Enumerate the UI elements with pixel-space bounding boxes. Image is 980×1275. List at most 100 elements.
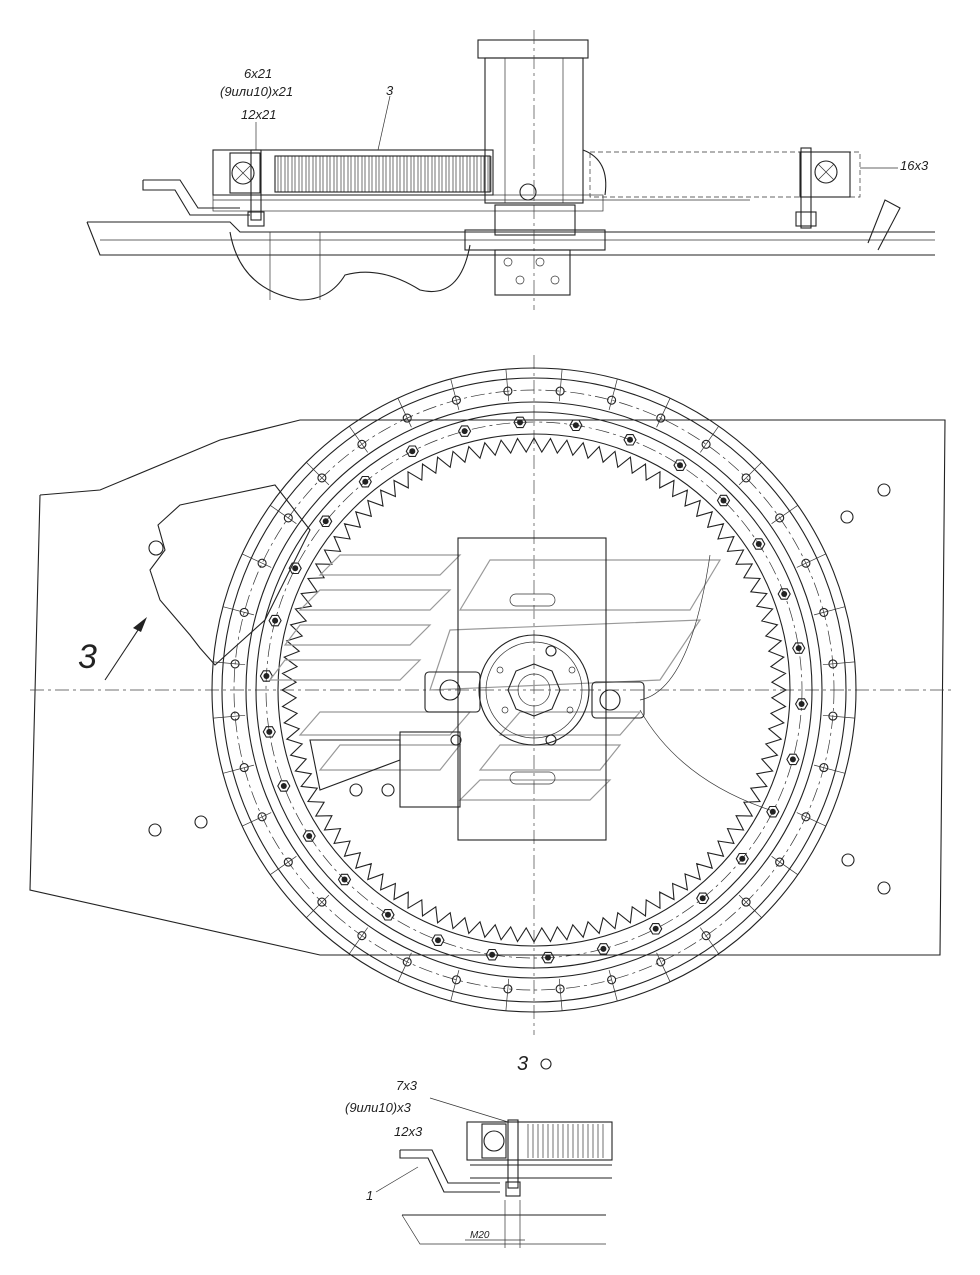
inner-bolt [337,873,352,886]
bolt-hole-tick [213,714,246,719]
bolt-hole-tick [700,425,719,453]
bolt-hole-tick [814,764,846,774]
inner-bolt [381,909,395,921]
detail-part-label: 1 [366,1188,373,1203]
inner-bolt [673,459,687,471]
bolt-hole-tick [397,952,412,982]
bolt-hole-tick [738,462,762,486]
bolt-hole-tick [242,553,272,568]
detail-gear-teeth [527,1124,604,1158]
outer-bolt-hole [607,395,617,405]
pinion-gear [478,634,590,746]
bolt-hole-tick [450,970,460,1002]
outer-bolt-hole [775,513,785,523]
bolt-label-length: 12х21 [241,107,276,122]
bolt-hole-tick [349,927,368,955]
inner-bolt [513,416,527,429]
outer-bolt-hole [402,413,412,423]
frame-outline [29,419,946,956]
outer-bolt-hole [317,473,327,483]
outer-bolt-hole [257,812,267,822]
mounting-bracket [149,484,311,666]
bolt-hole-tick [269,505,297,524]
bolt-hole-tick [608,970,618,1002]
outer-bolt-hole [741,473,751,483]
detail-view-title: 3 [517,1053,528,1075]
bolt-hole-tick [738,894,762,918]
outer-bolt-hole [451,975,461,985]
outer-bolt-hole [741,897,751,907]
detail-label-length: 12х3 [394,1124,423,1139]
inner-bolt [649,923,663,935]
inner-bolt [457,425,472,437]
outer-bolt-hole [357,439,367,449]
plan-view: 3 [29,355,955,1035]
bolt-hole-tick [450,378,460,410]
bolt-hole-tick [656,398,671,428]
bolt-hole-tick [306,462,330,486]
thread-label: М20 [470,1230,490,1241]
inner-bolt [777,588,791,600]
outer-bolt-hole [239,607,249,617]
inner-bolts [259,416,809,964]
bolt-hole-tick [656,952,671,982]
outer-bolt-hole [257,558,267,568]
bolt-hole-tick [558,978,563,1011]
inner-bolt [623,434,637,446]
inner-bolt [277,780,291,792]
inner-bolt [541,951,555,964]
ring-gear [280,436,788,944]
inner-bolt [752,538,766,550]
outer-bolt-hole [451,395,461,405]
bolt-hole-tick [796,812,826,827]
inner-bolt [696,892,710,905]
inner-bolt [319,515,333,528]
inner-bolt [569,419,583,432]
bolt-hole-tick [814,606,846,616]
inner-bolt [766,805,780,818]
outer-bolt-hole [656,413,666,423]
bolt-hole-tick [771,856,799,875]
motor-shaft [507,663,561,717]
outer-bolt-hole [317,897,327,907]
rotation-symbol [540,1058,552,1070]
outer-bolt-hole [801,812,811,822]
outer-bolt-hole [357,931,367,941]
outer-bolt-hole [283,857,293,867]
outer-bolt-hole [819,607,829,617]
inner-bolt [259,670,274,682]
inner-bolt [794,698,809,710]
bolt-hole-tick [505,978,510,1011]
bolt-hole-tick [822,661,855,666]
outer-bolt-hole [801,558,811,568]
watermark-logo [268,554,722,801]
outer-bolt-hole [701,931,711,941]
view-direction-arrow [104,623,143,681]
inner-bolt [358,475,372,488]
bolt-hole-tick [608,378,618,410]
inner-bolt [596,943,611,955]
top-section-view: 6х21 (9или10)х21 12х21 3 16х3 [86,30,935,310]
detail-label-alt: (9или10)х3 [345,1100,412,1115]
bolt-hole-tick [558,369,563,402]
bolt-hole-tick [242,812,272,827]
inner-bolt [792,642,806,654]
inner-bolt [716,494,731,507]
inner-bolt [405,445,419,457]
bolt-hole-tick [771,505,799,524]
bolt-hole-tick [397,398,412,428]
outer-bolt-hole [656,957,666,967]
outer-bolt-hole [775,857,785,867]
inner-bolt [786,753,800,766]
bolt-hole-tick [700,927,719,955]
outer-bolt-holes [213,369,855,1011]
view-arrow-label: 3 [78,638,97,676]
inner-bolt [485,948,499,961]
bolt-hole-tick [222,764,254,774]
bolt-hole-tick [505,369,510,402]
bolt-hole-tick [306,894,330,918]
right-fastener-label: 16х3 [900,158,929,173]
outer-bolt-hole [239,763,249,773]
inner-bolt [262,726,276,738]
